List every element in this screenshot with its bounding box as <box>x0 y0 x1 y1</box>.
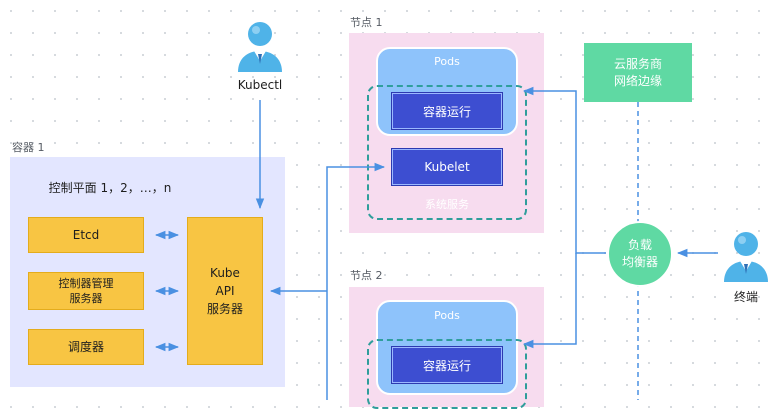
load-balancer[interactable]: 负载 均衡器 <box>607 221 673 287</box>
node2-pods-label: Pods <box>434 308 460 322</box>
node2-container-runtime[interactable]: 容器运行 <box>391 346 503 384</box>
system-services-label: 系统服务 <box>425 198 469 211</box>
lb-to-node1-arrow <box>522 86 606 254</box>
kubectl-user-icon <box>236 18 284 72</box>
kube-api-server-box[interactable]: Kube API 服务器 <box>187 217 263 365</box>
cloud-network-edge-label: 云服务商 网络边缘 <box>613 56 662 88</box>
controller-manager-label: 控制器管理 服务器 <box>58 277 114 305</box>
kubectl-label: Kubectl <box>237 78 283 92</box>
terminal-user-icon <box>722 228 770 282</box>
node1-container-runtime[interactable]: 容器运行 <box>391 92 503 130</box>
container-caption: 容器 1 <box>12 141 45 154</box>
api-to-kubelet-arrow <box>326 162 386 400</box>
node1-container-runtime-label: 容器运行 <box>422 104 471 119</box>
connectors <box>154 86 718 400</box>
etcd-box[interactable]: Etcd <box>28 217 144 253</box>
kube-api-server-label: Kube API 服务器 <box>206 266 243 316</box>
node1-caption: 节点 1 <box>350 16 383 29</box>
kubelet-box[interactable]: Kubelet <box>391 148 503 186</box>
scheduler-label: 调度器 <box>67 339 104 354</box>
cloud-network-edge: 云服务商 网络边缘 <box>584 43 692 102</box>
control-plane-title: 控制平面 1，2，…，n <box>48 180 172 195</box>
etcd-label: Etcd <box>72 227 100 242</box>
node2-caption: 节点 2 <box>350 269 383 282</box>
node1-pods-label: Pods <box>434 54 460 68</box>
load-balancer-label: 负载 均衡器 <box>621 238 658 269</box>
lb-to-node2-arrow <box>522 253 577 349</box>
controller-manager-box[interactable]: 控制器管理 服务器 <box>28 272 144 310</box>
terminal-label: 终端 <box>733 289 758 304</box>
kubelet-label: Kubelet <box>424 160 470 174</box>
node1-system-boundary <box>367 85 527 220</box>
node2-container-runtime-label: 容器运行 <box>422 358 471 373</box>
scheduler-box[interactable]: 调度器 <box>28 329 144 365</box>
